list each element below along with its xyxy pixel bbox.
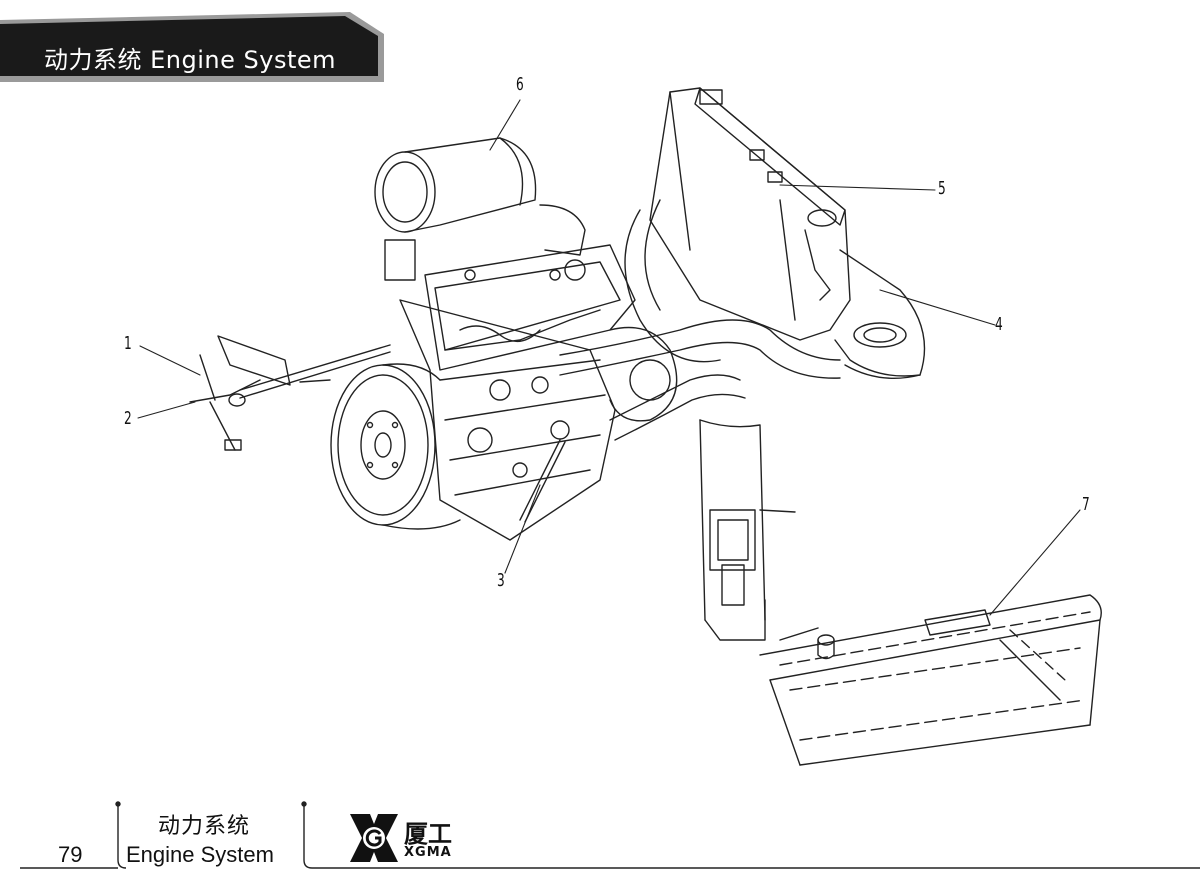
page-title: 动力系统 Engine System	[44, 46, 337, 74]
callout-7: 7	[1082, 494, 1090, 515]
callout-4: 4	[995, 314, 1003, 335]
brand-name-cn: 厦工	[404, 820, 452, 848]
engine-block	[399, 244, 678, 541]
radiator	[624, 87, 851, 363]
section-header-banner: 动力系统 Engine System	[0, 12, 384, 82]
muffler	[834, 249, 926, 380]
air-filter	[374, 137, 586, 281]
footer-section-cn: 动力系统	[158, 814, 251, 839]
leader-lines	[137, 99, 1081, 616]
callout-2: 2	[124, 408, 132, 429]
fuel-tank	[759, 594, 1102, 766]
banner-shape	[0, 12, 384, 82]
callout-1: 1	[124, 333, 132, 354]
brand-name-en: XGMA	[404, 845, 452, 860]
callout-3: 3	[497, 570, 505, 591]
dipstick	[519, 439, 566, 523]
footer-section-en: Engine System	[126, 842, 274, 867]
callout-5: 5	[938, 178, 946, 199]
engine-system-drawing	[137, 87, 1102, 766]
accelerator-linkage	[189, 335, 391, 451]
flywheel	[330, 363, 461, 530]
callout-6: 6	[516, 74, 524, 95]
mount-bracket	[699, 419, 796, 641]
page-number: 79	[58, 842, 83, 867]
xgma-logo-icon	[350, 814, 398, 862]
intake-pipe	[559, 319, 841, 441]
